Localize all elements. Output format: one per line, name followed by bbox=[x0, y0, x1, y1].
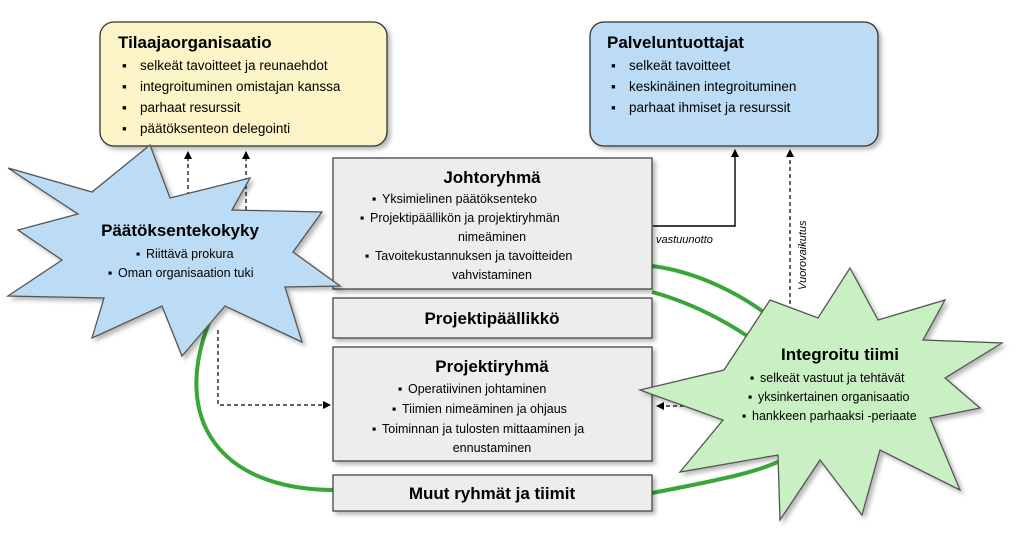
decision-ability-item: Oman organisaation tuki bbox=[118, 266, 254, 280]
svg-text:▪: ▪ bbox=[611, 79, 616, 94]
client-organization-title: Tilaajaorganisaatio bbox=[118, 33, 272, 52]
project-manager-title: Projektipäällikkö bbox=[424, 309, 559, 328]
green-star-shape bbox=[637, 266, 1005, 523]
green-connector-left bbox=[194, 319, 336, 492]
project-group-line: Toiminnan ja tulosten mittaaminen ja bbox=[382, 422, 584, 436]
project-group-box: Projektiryhmä ▪ Operatiivinen johtaminen… bbox=[332, 346, 653, 462]
steering-group-title: Johtoryhmä bbox=[443, 168, 541, 187]
integrated-team-item: selkeät vastuut ja tehtävät bbox=[760, 371, 905, 385]
client-item: integroituminen omistajan kanssa bbox=[140, 79, 341, 94]
svg-text:▪: ▪ bbox=[392, 402, 396, 416]
svg-text:▪: ▪ bbox=[360, 211, 364, 225]
svg-text:▪: ▪ bbox=[748, 390, 752, 404]
provider-item: selkeät tavoitteet bbox=[629, 58, 731, 73]
steering-group-line: Yksimielinen päätöksenteko bbox=[382, 192, 537, 206]
blue-star-shape bbox=[5, 143, 342, 358]
provider-item: keskinäinen integroituminen bbox=[629, 79, 796, 94]
svg-text:▪: ▪ bbox=[122, 58, 127, 73]
integrated-team-title: Integroitu tiimi bbox=[781, 345, 899, 364]
steering-group-line: nimeäminen bbox=[458, 230, 526, 244]
service-providers-box: Palveluntuottajat ▪ selkeät tavoitteet ▪… bbox=[589, 21, 879, 147]
decision-ability-star: Päätöksentekokyky ▪ Riittävä prokura ▪ O… bbox=[5, 143, 342, 358]
steering-group-box: Johtoryhmä ▪ Yksimielinen päätöksenteko … bbox=[332, 157, 653, 290]
decision-ability-title: Päätöksentekokyky bbox=[101, 221, 259, 240]
integrated-team-item: hankkeen parhaaksi -periaate bbox=[752, 409, 917, 423]
interaction-label: Vuorovaikutus bbox=[797, 220, 809, 290]
svg-text:▪: ▪ bbox=[122, 79, 127, 94]
decision-ability-item: Riittävä prokura bbox=[146, 247, 234, 261]
client-item: selkeät tavoitteet ja reunaehdot bbox=[140, 58, 328, 73]
project-group-title: Projektiryhmä bbox=[435, 357, 549, 376]
steering-group-line: Tavoitekustannuksen ja tavoitteiden bbox=[375, 249, 572, 263]
client-item: parhaat resurssit bbox=[140, 100, 241, 115]
svg-text:▪: ▪ bbox=[611, 100, 616, 115]
client-organization-box: Tilaajaorganisaatio ▪ selkeät tavoitteet… bbox=[99, 21, 388, 147]
svg-text:▪: ▪ bbox=[365, 249, 369, 263]
steering-group-line: Projektipäällikön ja projektiryhmän bbox=[370, 211, 560, 225]
responsibility-arrow bbox=[653, 149, 739, 227]
svg-text:▪: ▪ bbox=[122, 100, 127, 115]
other-groups-title: Muut ryhmät ja tiimit bbox=[409, 484, 576, 503]
project-group-line: Operatiivinen johtaminen bbox=[408, 382, 546, 396]
responsibility-label: vastuunotto bbox=[656, 234, 713, 246]
svg-text:▪: ▪ bbox=[372, 422, 376, 436]
provider-item: parhaat ihmiset ja resurssit bbox=[629, 100, 791, 115]
project-group-line: ennustaminen bbox=[453, 441, 532, 455]
integrated-team-item: yksinkertainen organisaatio bbox=[758, 390, 910, 404]
project-manager-box: Projektipäällikkö bbox=[332, 297, 653, 339]
steering-group-line: vahvistaminen bbox=[452, 268, 532, 282]
dashed-arrow-to-project-group bbox=[217, 330, 331, 409]
project-group-line: Tiimien nimeäminen ja ohjaus bbox=[402, 402, 567, 416]
svg-text:▪: ▪ bbox=[611, 58, 616, 73]
other-groups-box: Muut ryhmät ja tiimit bbox=[332, 474, 653, 512]
svg-text:▪: ▪ bbox=[122, 121, 127, 136]
svg-text:▪: ▪ bbox=[136, 247, 140, 261]
svg-text:▪: ▪ bbox=[742, 409, 746, 423]
svg-text:▪: ▪ bbox=[108, 266, 112, 280]
svg-text:▪: ▪ bbox=[398, 382, 402, 396]
service-providers-title: Palveluntuottajat bbox=[607, 33, 744, 52]
client-item: päätöksenteon delegointi bbox=[140, 121, 290, 136]
svg-text:▪: ▪ bbox=[750, 371, 754, 385]
svg-text:▪: ▪ bbox=[372, 192, 376, 206]
integrated-team-star: Integroitu tiimi ▪ selkeät vastuut ja te… bbox=[637, 266, 1005, 523]
